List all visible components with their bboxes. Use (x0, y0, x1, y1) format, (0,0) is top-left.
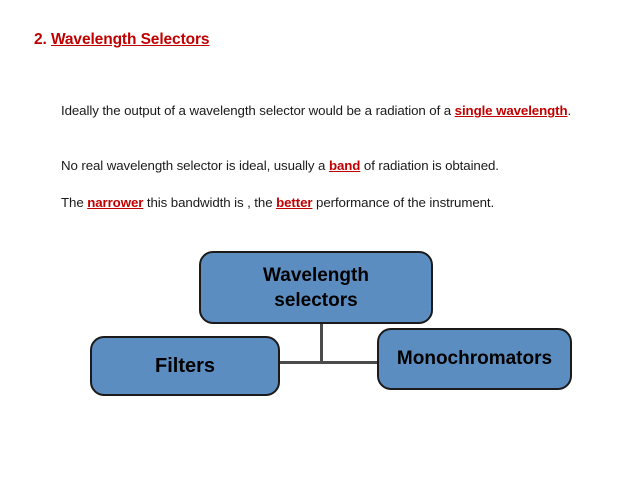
paragraph-3-highlight-1: narrower (87, 195, 144, 210)
paragraph-3: The narrower this bandwidth is , the bet… (61, 193, 601, 213)
paragraph-1-part-2: . (567, 103, 572, 118)
diagram-box-wavelength-selectors-line2: selectors (274, 289, 358, 311)
paragraph-1-part-1: Ideally the output of a wavelength selec… (61, 103, 455, 118)
paragraph-2: No real wavelength selector is ideal, us… (61, 156, 601, 176)
diagram-box-wavelength-selectors: Wavelength selectors (199, 251, 433, 324)
wavelength-selector-diagram: Wavelength selectors Filters Monochromat… (0, 240, 638, 410)
diagram-box-filters: Filters (90, 336, 280, 396)
diagram-box-monochromators-label: Monochromators (396, 348, 553, 369)
connector-horizontal (278, 361, 380, 364)
diagram-box-monochromators: Monochromators (377, 328, 572, 390)
title-number: 2. (34, 31, 47, 48)
paragraph-2-highlight-1: band (328, 158, 361, 173)
title-text: Wavelength Selectors (50, 31, 210, 48)
paragraph-3-part-3: performance of the instrument. (312, 195, 495, 210)
paragraph-3-part-1: The (61, 195, 88, 210)
paragraph-2-part-2: of radiation is obtained. (360, 158, 499, 173)
paragraph-1: Ideally the output of a wavelength selec… (61, 101, 591, 121)
paragraph-1-highlight-1: single wavelength (454, 103, 568, 118)
page-title: 2. Wavelength Selectors (34, 31, 210, 49)
diagram-box-filters-label: Filters (154, 354, 216, 377)
paragraph-3-highlight-2: better (276, 195, 313, 210)
diagram-box-wavelength-selectors-line1: Wavelength (263, 264, 369, 286)
connector-vertical (320, 322, 323, 363)
paragraph-2-part-1: No real wavelength selector is ideal, us… (61, 158, 329, 173)
paragraph-3-part-2: this bandwidth is , the (143, 195, 277, 210)
